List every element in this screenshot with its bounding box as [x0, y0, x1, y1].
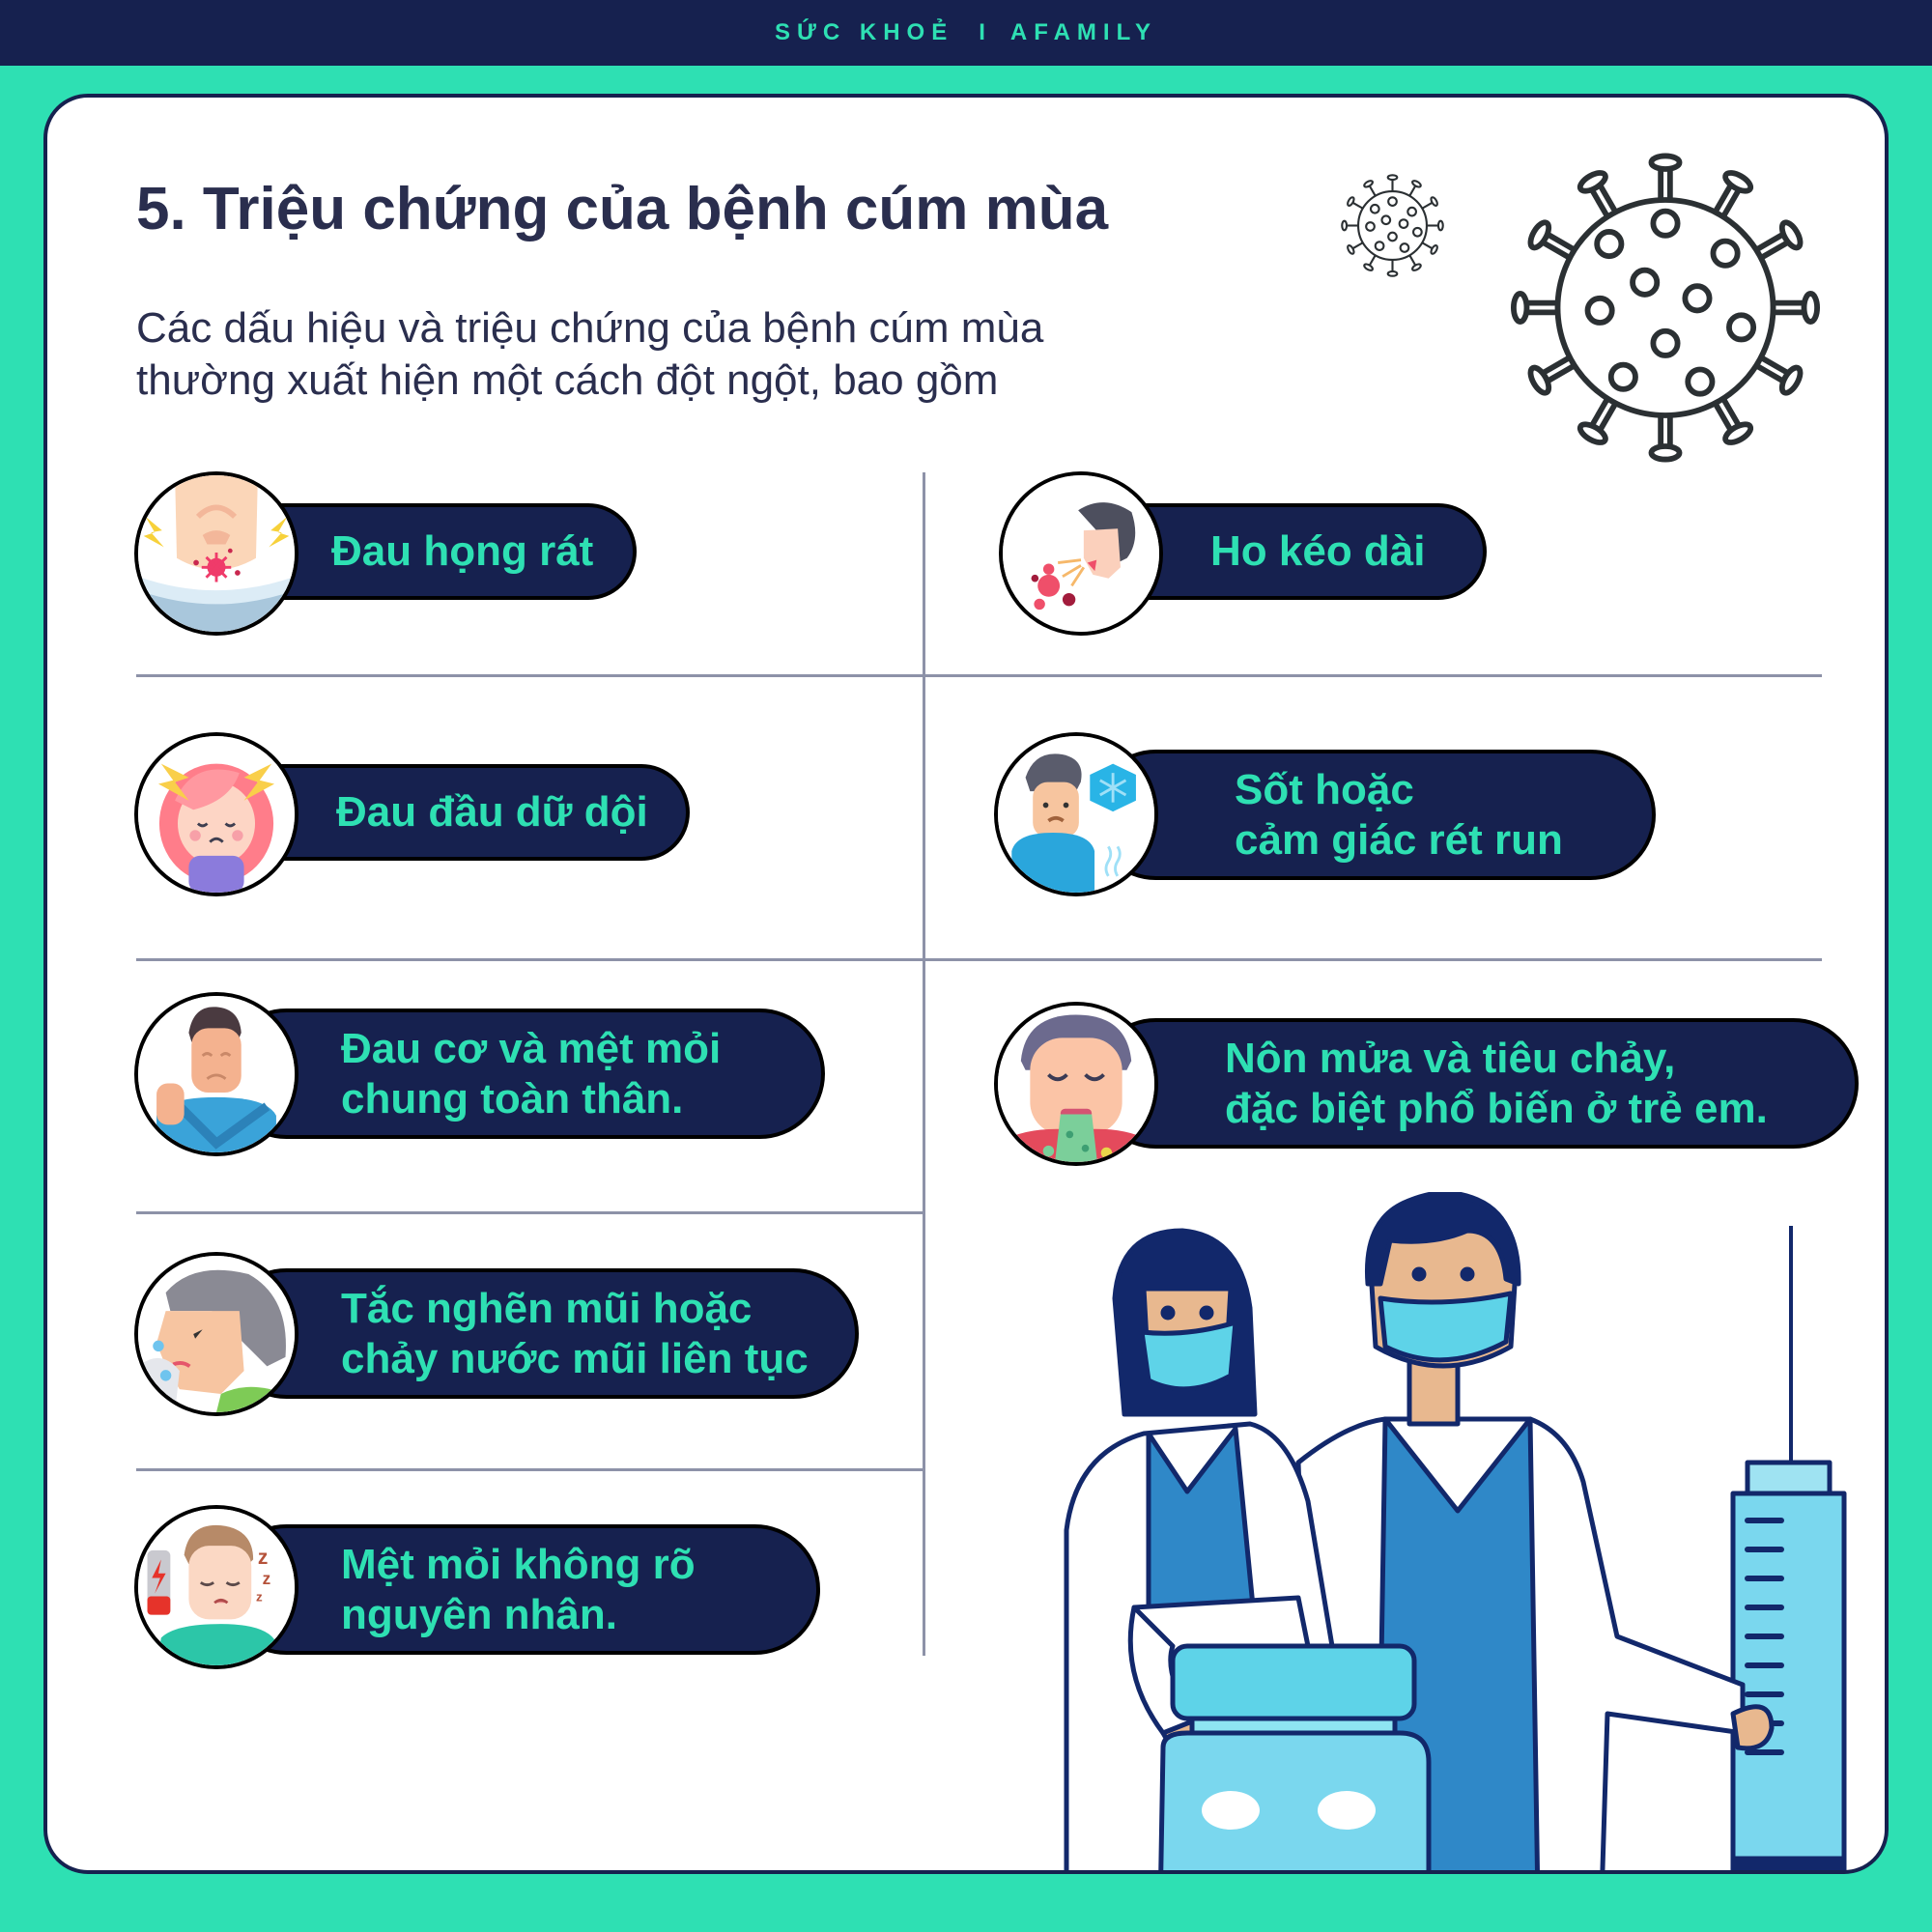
content-card: 5. Triệu chứng của bệnh cúm mùa Các dấu … [43, 94, 1889, 1874]
section-label: SỨC KHOẺ [774, 19, 954, 45]
symptom-label: Đau họng rát [331, 527, 594, 575]
bottom-ground-strip [0, 1874, 1932, 1932]
runny-nose-icon [134, 1252, 298, 1416]
subtitle-line-2: thường xuất hiện một cách đột ngột, bao … [136, 356, 999, 404]
symptom-pill: Nôn mửa và tiêu chảy, đặc biệt phổ biến … [1091, 1018, 1859, 1149]
symptom-label: Đau cơ và mệt mỏi chung toàn thân. [341, 1024, 722, 1122]
symptom-pill: Đau cơ và mệt mỏi chung toàn thân. [221, 1009, 825, 1139]
doctors-with-vaccine-illustration [1064, 1192, 1847, 1870]
symptom-pill: Sốt hoặc cảm giác rét run [1091, 750, 1656, 880]
vomiting-icon [994, 1002, 1158, 1166]
virus-icon-large [1511, 153, 1820, 474]
column-divider [923, 472, 925, 1656]
symptom-label: Nôn mửa và tiêu chảy, đặc biệt phổ biến … [1225, 1034, 1768, 1132]
svg-text:z: z [256, 1589, 263, 1604]
svg-text:z: z [263, 1569, 271, 1588]
brand-label: AFAMILY [1009, 19, 1158, 45]
fever-chills-icon [994, 732, 1158, 896]
row-divider-1 [136, 674, 1822, 677]
row-divider-4 [136, 1468, 924, 1471]
muscle-pain-icon [134, 992, 298, 1156]
header-separator: I [979, 19, 985, 45]
symptom-label: Mệt mỏi không rõ nguyên nhân. [341, 1540, 696, 1638]
page-title: 5. Triệu chứng của bệnh cúm mùa [136, 176, 1109, 242]
row-divider-3 [136, 1211, 924, 1214]
sore-throat-icon [134, 471, 298, 636]
headache-icon [134, 732, 298, 896]
svg-text:z: z [258, 1547, 268, 1569]
subtitle-line-1: Các dấu hiệu và triệu chứng của bệnh cúm… [136, 304, 1044, 352]
symptom-label: Đau đầu dữ dội [336, 788, 648, 836]
symptom-label: Ho kéo dài [1210, 527, 1426, 575]
symptom-label: Sốt hoặc cảm giác rét run [1235, 765, 1563, 864]
page-subtitle: Các dấu hiệu và triệu chứng của bệnh cúm… [136, 302, 1043, 407]
symptom-pill: Mệt mỏi không rõ nguyên nhân. [221, 1524, 820, 1655]
row-divider-2 [136, 958, 1822, 961]
symptom-label: Tắc nghẽn mũi hoặc chảy nước mũi liên tụ… [341, 1284, 809, 1382]
header-bar: SỨC KHOẺ I AFAMILY [0, 0, 1932, 66]
coughing-icon [999, 471, 1163, 636]
fatigue-icon: z z z [134, 1505, 298, 1669]
virus-icon [1341, 174, 1444, 277]
symptom-pill: Tắc nghẽn mũi hoặc chảy nước mũi liên tụ… [221, 1268, 859, 1399]
symptom-pill: Đau đầu dữ dội [221, 764, 690, 861]
